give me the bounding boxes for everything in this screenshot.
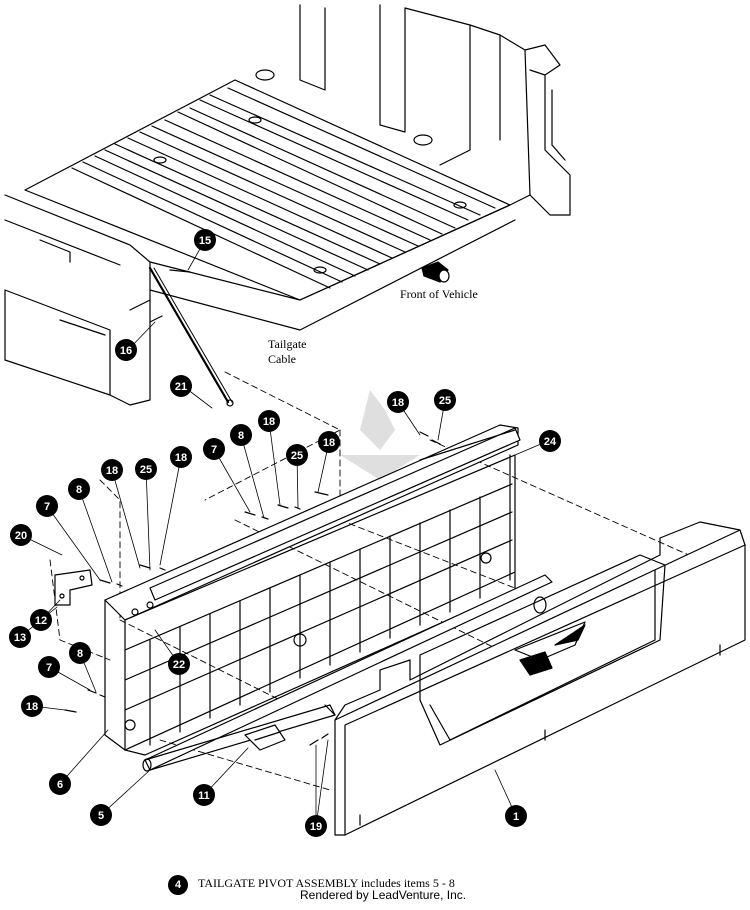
tailgate-cable-label-line1: Tailgate <box>268 337 306 351</box>
callout-18[interactable]: 18 <box>258 410 280 432</box>
svg-text:24: 24 <box>544 436 557 448</box>
svg-text:20: 20 <box>15 530 27 542</box>
hinge-bracket <box>54 569 93 606</box>
svg-text:8: 8 <box>77 648 83 660</box>
callout-13[interactable]: 13 <box>9 626 31 648</box>
svg-text:11: 11 <box>198 790 210 802</box>
tailgate-top-rail <box>149 427 521 601</box>
svg-text:18: 18 <box>263 416 275 428</box>
svg-text:8: 8 <box>76 484 82 496</box>
assembly-item-badge[interactable]: 4 <box>168 875 188 895</box>
svg-text:18: 18 <box>106 465 118 477</box>
svg-text:7: 7 <box>211 444 217 456</box>
tailgate-cable <box>148 266 234 407</box>
callout-8[interactable]: 8 <box>68 478 90 500</box>
svg-text:1: 1 <box>513 811 519 823</box>
svg-text:8: 8 <box>238 430 244 442</box>
svg-text:18: 18 <box>26 701 38 713</box>
lower-tube <box>144 704 336 771</box>
callout-15[interactable]: 15 <box>194 229 216 251</box>
svg-text:25: 25 <box>291 450 303 462</box>
svg-text:7: 7 <box>44 501 50 513</box>
callout-5[interactable]: 5 <box>90 804 112 826</box>
callout-11[interactable]: 11 <box>193 784 215 806</box>
callout-19[interactable]: 19 <box>305 815 327 837</box>
callout-7[interactable]: 7 <box>38 656 60 678</box>
callout-8[interactable]: 8 <box>69 642 91 664</box>
callout-25[interactable]: 25 <box>286 444 308 466</box>
callout-22[interactable]: 22 <box>168 653 190 675</box>
callouts: 15 16 21 18 25 24 7 8 18 25 18 18 25 18 … <box>9 229 561 837</box>
svg-text:7: 7 <box>46 662 52 674</box>
callout-21[interactable]: 21 <box>170 375 192 397</box>
svg-text:18: 18 <box>323 437 335 449</box>
hardware <box>64 269 441 746</box>
callout-18[interactable]: 18 <box>318 431 340 453</box>
svg-text:25: 25 <box>439 395 451 407</box>
svg-text:15: 15 <box>199 235 211 247</box>
callout-25[interactable]: 25 <box>434 389 456 411</box>
latch-handle <box>244 724 286 751</box>
svg-text:25: 25 <box>140 464 152 476</box>
callout-16[interactable]: 16 <box>115 339 137 361</box>
assembly-note: TAILGATE PIVOT ASSEMBLY includes items 5… <box>198 876 455 890</box>
callout-18[interactable]: 18 <box>21 695 43 717</box>
svg-text:19: 19 <box>310 821 322 833</box>
callout-7[interactable]: 7 <box>36 495 58 517</box>
svg-text:22: 22 <box>173 659 185 671</box>
svg-text:6: 6 <box>57 779 63 791</box>
callout-12[interactable]: 12 <box>30 609 52 631</box>
rendered-by: Rendered by LeadVenture, Inc. <box>300 888 467 902</box>
tailgate-outer-panel <box>334 521 746 836</box>
callout-18[interactable]: 18 <box>387 391 409 413</box>
svg-text:13: 13 <box>14 632 26 644</box>
callout-7[interactable]: 7 <box>203 438 225 460</box>
svg-text:18: 18 <box>392 397 404 409</box>
pivot-tube <box>142 574 553 772</box>
callout-8[interactable]: 8 <box>230 424 252 446</box>
callout-18[interactable]: 18 <box>170 446 192 468</box>
cargo-bed <box>4 4 571 406</box>
front-of-vehicle-label: Front of Vehicle <box>400 287 478 301</box>
front-of-vehicle-arrow <box>421 261 450 283</box>
callout-18[interactable]: 18 <box>101 459 123 481</box>
watermark-logo <box>340 390 420 480</box>
callout-20[interactable]: 20 <box>10 524 32 546</box>
callout-24[interactable]: 24 <box>539 430 561 452</box>
callout-6[interactable]: 6 <box>49 773 71 795</box>
tailgate-cable-label-line2: Cable <box>268 352 296 366</box>
svg-text:16: 16 <box>120 345 132 357</box>
svg-text:18: 18 <box>175 452 187 464</box>
svg-text:12: 12 <box>35 615 47 627</box>
svg-text:5: 5 <box>98 810 104 822</box>
callout-25[interactable]: 25 <box>135 458 157 480</box>
callout-1[interactable]: 1 <box>505 805 527 827</box>
svg-text:21: 21 <box>175 381 187 393</box>
